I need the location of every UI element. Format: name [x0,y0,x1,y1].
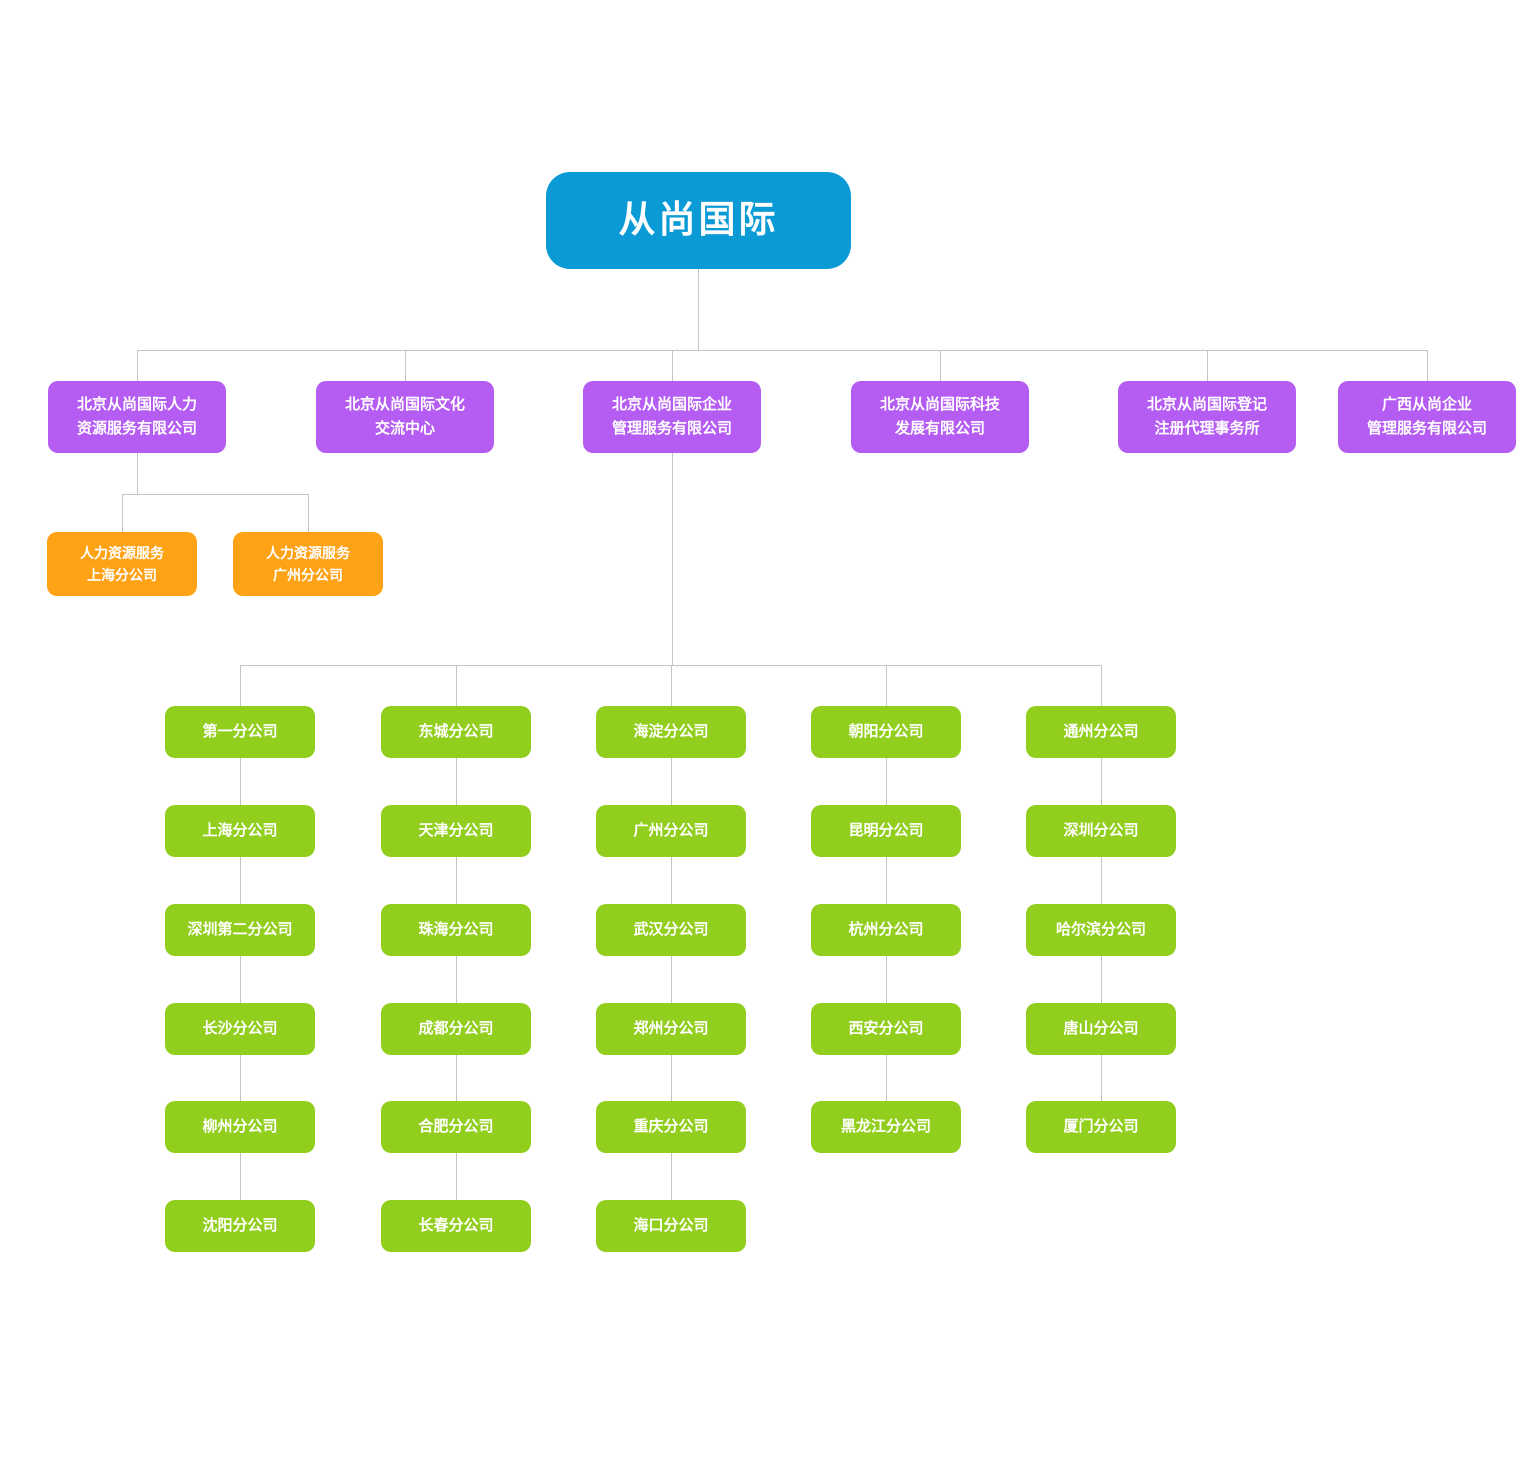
org-node-branch-c2-r1: 东城分公司 [381,706,531,758]
org-node-subsidiary-1: 北京从尚国际人力 资源服务有限公司 [48,381,226,453]
org-node-branch-c2-r4: 成都分公司 [381,1003,531,1055]
org-node-hr-branch-2: 人力资源服务 广州分公司 [233,532,383,596]
org-node-branch-c5-r1: 通州分公司 [1026,706,1176,758]
org-node-branch-c3-r3: 武汉分公司 [596,904,746,956]
org-node-branch-c1-r1: 第一分公司 [165,706,315,758]
org-node-root: 从尚国际 [546,172,851,269]
org-node-branch-c3-r1: 海淀分公司 [596,706,746,758]
org-node-subsidiary-6: 广西从尚企业 管理服务有限公司 [1338,381,1516,453]
org-node-branch-c5-r5: 厦门分公司 [1026,1101,1176,1153]
org-node-branch-c2-r6: 长春分公司 [381,1200,531,1252]
org-node-subsidiary-2: 北京从尚国际文化 交流中心 [316,381,494,453]
org-node-branch-c2-r2: 天津分公司 [381,805,531,857]
org-node-branch-c1-r6: 沈阳分公司 [165,1200,315,1252]
org-node-hr-branch-1: 人力资源服务 上海分公司 [47,532,197,596]
org-node-branch-c5-r2: 深圳分公司 [1026,805,1176,857]
org-node-branch-c4-r2: 昆明分公司 [811,805,961,857]
org-node-branch-c1-r5: 柳州分公司 [165,1101,315,1153]
org-node-branch-c3-r6: 海口分公司 [596,1200,746,1252]
org-node-subsidiary-4: 北京从尚国际科技 发展有限公司 [851,381,1029,453]
org-node-branch-c3-r2: 广州分公司 [596,805,746,857]
org-node-subsidiary-5: 北京从尚国际登记 注册代理事务所 [1118,381,1296,453]
org-node-branch-c4-r3: 杭州分公司 [811,904,961,956]
org-node-branch-c4-r4: 西安分公司 [811,1003,961,1055]
org-node-branch-c3-r5: 重庆分公司 [596,1101,746,1153]
org-node-branch-c1-r2: 上海分公司 [165,805,315,857]
org-node-branch-c2-r3: 珠海分公司 [381,904,531,956]
org-node-branch-c4-r5: 黑龙江分公司 [811,1101,961,1153]
org-node-branch-c4-r1: 朝阳分公司 [811,706,961,758]
org-node-branch-c5-r4: 唐山分公司 [1026,1003,1176,1055]
org-node-branch-c2-r5: 合肥分公司 [381,1101,531,1153]
org-node-branch-c5-r3: 哈尔滨分公司 [1026,904,1176,956]
org-node-subsidiary-3: 北京从尚国际企业 管理服务有限公司 [583,381,761,453]
org-node-branch-c1-r4: 长沙分公司 [165,1003,315,1055]
org-node-branch-c1-r3: 深圳第二分公司 [165,904,315,956]
org-node-branch-c3-r4: 郑州分公司 [596,1003,746,1055]
